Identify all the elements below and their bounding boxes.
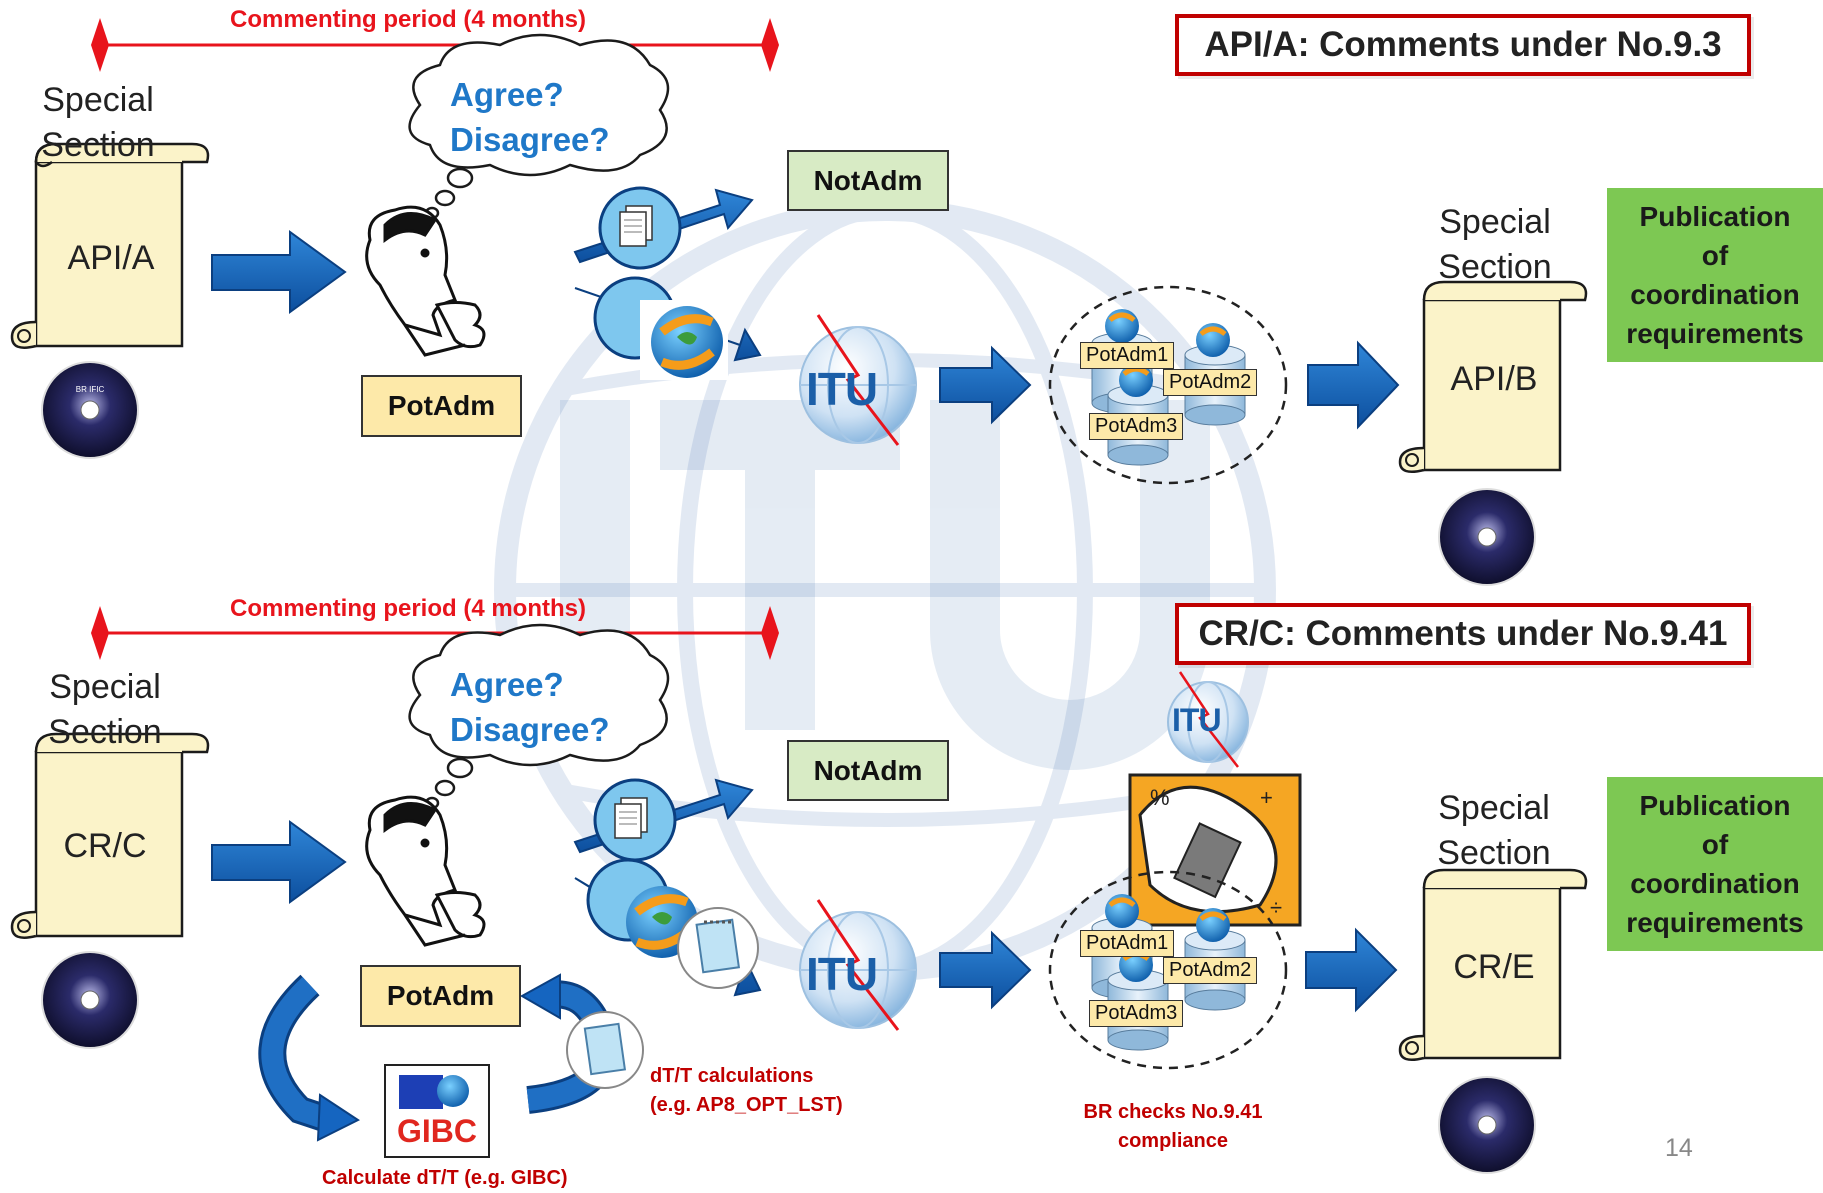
itu-logo-icon [1167, 671, 1249, 768]
commenting-period-label: Commenting period (4 months) [230, 595, 586, 622]
special-section-label: Special Section [41, 81, 155, 164]
gibc-label: GIBC [397, 1113, 477, 1149]
notepad-icon [677, 907, 759, 989]
document-send-arrow-1 [573, 778, 754, 862]
section-title: API/A: Comments under No.9.3 [1175, 14, 1751, 76]
database-group [1048, 870, 1288, 1070]
thought-bubble [408, 623, 670, 810]
potadm-box: PotAdm [360, 965, 521, 1027]
scroll-icon [10, 732, 210, 939]
publication-box: Publication of coordination requirements [1607, 777, 1823, 951]
itu-logo-icon [799, 899, 917, 1031]
commenting-period-label: Commenting period (4 months) [230, 6, 586, 33]
top-period-line [91, 18, 779, 72]
special-section-label: Special Section [48, 668, 162, 751]
db-tag-potadm2: PotAdm2 [1163, 369, 1258, 396]
document-send-arrow-2 [574, 276, 762, 380]
calculator-clipart-icon: % + ÷ [1128, 773, 1302, 927]
document-label: API/A [67, 239, 155, 277]
scroll-icon [10, 142, 210, 349]
document-send-arrow-1 [573, 186, 754, 270]
thinking-man-icon [365, 795, 486, 947]
itu-logo-label: ITU [806, 363, 878, 415]
document-label: CR/C [63, 827, 147, 865]
gibc-icon [384, 1064, 490, 1158]
thought-text: Agree? Disagree? [450, 666, 610, 748]
br-checks-note: BR checks No.9.41 compliance [1083, 1101, 1263, 1152]
document-label: API/B [1450, 360, 1538, 398]
dvd-icon [1438, 488, 1536, 586]
document-icon [619, 205, 653, 247]
publication-box: Publication of coordination requirements [1607, 188, 1823, 362]
svg-text:÷: ÷ [1270, 895, 1282, 920]
database-group [1048, 285, 1288, 485]
arrow-to-potadm [211, 820, 347, 904]
document-send-arrow-2 [574, 858, 762, 997]
notadm-box: NotAdm [787, 150, 949, 211]
bottom-period-line [91, 606, 779, 660]
special-section-label: Special Section [1437, 789, 1551, 872]
calculate-dtt-note: Calculate dT/T (e.g. GIBC) [322, 1167, 568, 1189]
dtt-calculations-note: dT/T calculations (e.g. AP8_OPT_LST) [650, 1065, 843, 1116]
arrow-to-special-section [1307, 340, 1400, 430]
svg-text:BR IFIC: BR IFIC [76, 385, 105, 394]
page-number: 14 [1665, 1134, 1693, 1162]
db-tag-potadm2: PotAdm2 [1163, 957, 1258, 984]
itu-logo-icon [799, 314, 917, 446]
dvd-icon [1438, 1076, 1536, 1174]
notadm-box: NotAdm [787, 740, 949, 801]
svg-text:+: + [1260, 785, 1273, 810]
db-tag-potadm1: PotAdm1 [1080, 342, 1175, 369]
thinking-man-icon [365, 205, 486, 357]
db-tag-potadm3: PotAdm3 [1089, 413, 1184, 440]
dvd-icon [41, 951, 139, 1049]
notepad-icon [566, 1011, 644, 1089]
dvd-icon: BR IFIC [41, 361, 139, 459]
potadm-box: PotAdm [361, 375, 522, 437]
itu-logo-label: ITU [1172, 702, 1222, 738]
document-icon [614, 797, 648, 839]
arrow-to-databases [939, 345, 1032, 425]
db-tag-potadm1: PotAdm1 [1080, 930, 1175, 957]
db-tag-potadm3: PotAdm3 [1089, 1000, 1184, 1027]
document-label: CR/E [1453, 948, 1535, 986]
arrow-to-databases [939, 930, 1032, 1010]
section-title: CR/C: Comments under No.9.41 [1175, 603, 1751, 665]
arrow-to-special-section [1305, 927, 1398, 1013]
itu-logo-label: ITU [806, 948, 878, 1000]
globe-sync-icon [651, 306, 723, 378]
special-section-label: Special Section [1438, 203, 1552, 286]
arrow-to-potadm [211, 230, 347, 314]
scroll-icon [1398, 280, 1588, 473]
svg-text:%: % [1150, 785, 1170, 810]
thought-text: Agree? Disagree? [450, 76, 610, 158]
scroll-icon [1398, 868, 1588, 1061]
